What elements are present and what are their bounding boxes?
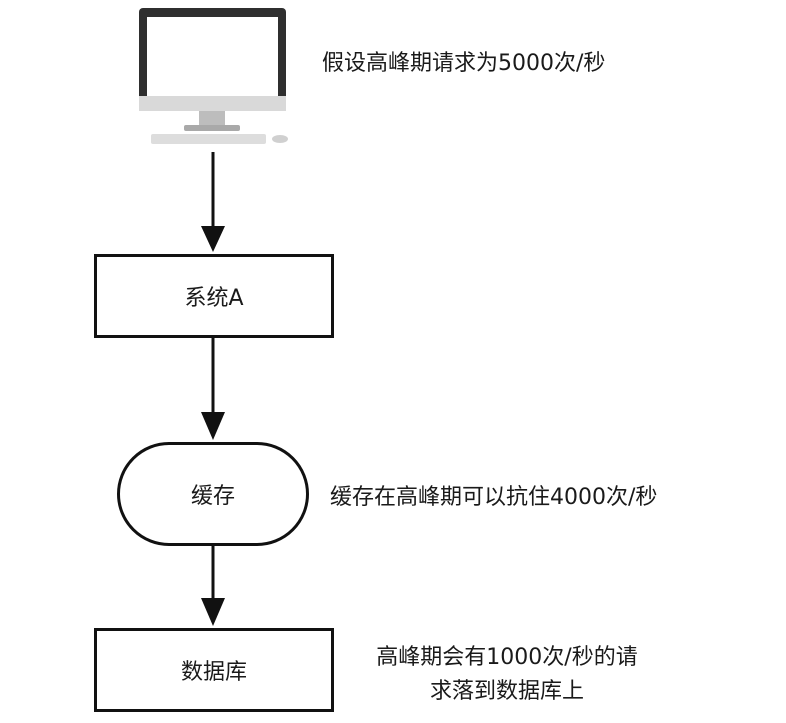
database-load-line-1: 高峰期会有1000次/秒的请	[376, 645, 638, 670]
database-load-note: 高峰期会有1000次/秒的请 求落到数据库上	[346, 641, 668, 709]
database-label: 数据库	[180, 660, 247, 685]
arrowhead-2	[201, 412, 225, 440]
cache-label: 缓存	[190, 484, 235, 509]
database-load-line-2: 求落到数据库上	[429, 679, 584, 704]
arrowhead-1	[201, 226, 225, 252]
desktop-computer-icon	[139, 8, 288, 144]
database-node: 数据库	[94, 628, 334, 712]
system-a-node: 系统A	[94, 254, 334, 338]
cache-node: 缓存	[117, 442, 309, 546]
system-a-label: 系统A	[184, 286, 244, 311]
cache-capacity-note: 缓存在高峰期可以抗住4000次/秒	[330, 485, 658, 510]
peak-request-note: 假设高峰期请求为5000次/秒	[322, 51, 606, 76]
arrowhead-3	[201, 598, 225, 626]
